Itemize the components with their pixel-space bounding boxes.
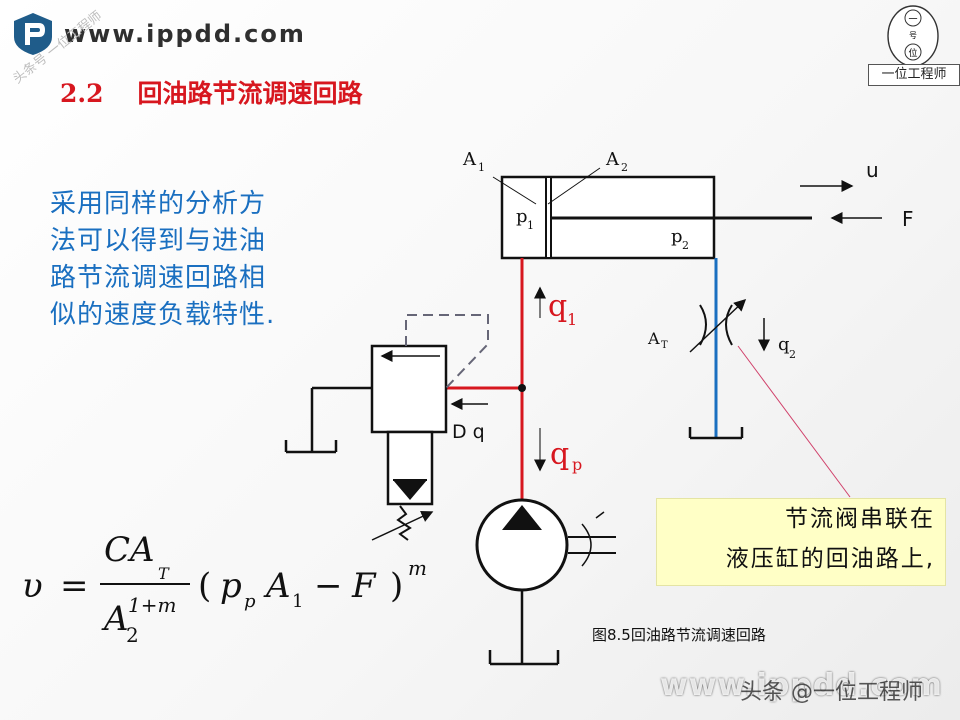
description-line: 似的速度负载特性. <box>50 300 276 330</box>
formula-denominator-sup: 1+m <box>128 593 176 617</box>
formula-close-paren: ) <box>390 566 403 606</box>
formula-A1: A <box>263 566 291 606</box>
label-A1-sub: 1 <box>478 161 485 174</box>
label-qp: q <box>550 437 569 472</box>
label-AT: A <box>647 329 660 348</box>
label-A2: A <box>605 149 620 170</box>
label-F: F <box>902 207 914 231</box>
speed-formula: υ = CA T A 2 1+m ( p p A 1 − F ) m <box>22 530 427 647</box>
description: 采用同样的分析方 法可以得到与进油 路节流调速回路相 似的速度负载特性. <box>50 186 340 334</box>
formula-numerator: CA <box>104 530 155 570</box>
logo-char-2: 号 <box>909 31 917 40</box>
note-line: 液压缸的回油路上, <box>725 546 935 572</box>
formula-pp-sub: p <box>244 591 256 612</box>
label-dq: D q <box>452 421 485 443</box>
footer-overlay: 头条 @一位工程师 <box>740 680 923 705</box>
label-q1-sub: 1 <box>567 310 577 329</box>
label-q1: q <box>548 289 567 324</box>
formula-exponent: m <box>408 556 427 580</box>
logo-caption: 一位工程师 <box>868 64 960 86</box>
section-number: 2.2 <box>60 79 104 108</box>
label-A2-sub: 2 <box>621 161 628 174</box>
formula-denominator-sub: 2 <box>126 623 139 647</box>
formula-A1-sub: 1 <box>292 591 303 612</box>
label-q2: q <box>778 334 790 355</box>
formula-pp: p <box>220 566 242 606</box>
author-logo: 一 号 位 <box>868 4 958 86</box>
description-line: 法可以得到与进油 <box>50 226 267 256</box>
label-AT-sub: T <box>661 340 668 351</box>
note-box: 节流阀串联在 液压缸的回油路上, <box>656 498 946 586</box>
hydraulic-cylinder <box>492 167 812 260</box>
site-url: www.ippdd.com <box>64 20 306 48</box>
description-line: 采用同样的分析方 <box>50 189 267 219</box>
formula-numerator-sub: T <box>158 564 170 583</box>
logo-char-3: 位 <box>908 47 917 59</box>
brand-logo-icon <box>14 13 52 55</box>
label-p1-sub: 1 <box>527 219 534 232</box>
formula-eq: = <box>60 566 89 606</box>
pump <box>475 498 616 666</box>
note-line: 节流阀串联在 <box>785 506 935 532</box>
section-title: 回油路节流调速回路 <box>137 79 363 108</box>
label-qp-sub: p <box>572 455 582 474</box>
description-line: 路节流调速回路相 <box>50 263 267 293</box>
label-A1: A <box>462 149 477 170</box>
label-u: u <box>866 158 879 182</box>
formula-open-paren: ( <box>198 566 211 606</box>
label-p2-sub: 2 <box>682 239 689 252</box>
label-q2-sub: 2 <box>789 348 796 361</box>
figure-caption: 图8.5回油路节流调速回路 <box>592 626 766 644</box>
site-brand: www.ippdd.com <box>10 10 306 58</box>
return-line-throttle <box>688 258 747 440</box>
label-p2: p <box>671 226 683 247</box>
formula-denominator: A <box>101 599 129 639</box>
pressure-line <box>446 258 526 505</box>
footer-watermark: www.ippdd.com <box>660 668 943 703</box>
formula-lhs: υ <box>22 566 43 606</box>
relief-valve <box>284 314 489 541</box>
logo-char-1: 一 <box>908 15 917 25</box>
slide-title: 2.2 回油路节流调速回路 <box>60 74 363 110</box>
formula-minus: − <box>314 566 343 606</box>
formula-F: F <box>351 566 377 606</box>
label-p1: p <box>516 206 528 227</box>
